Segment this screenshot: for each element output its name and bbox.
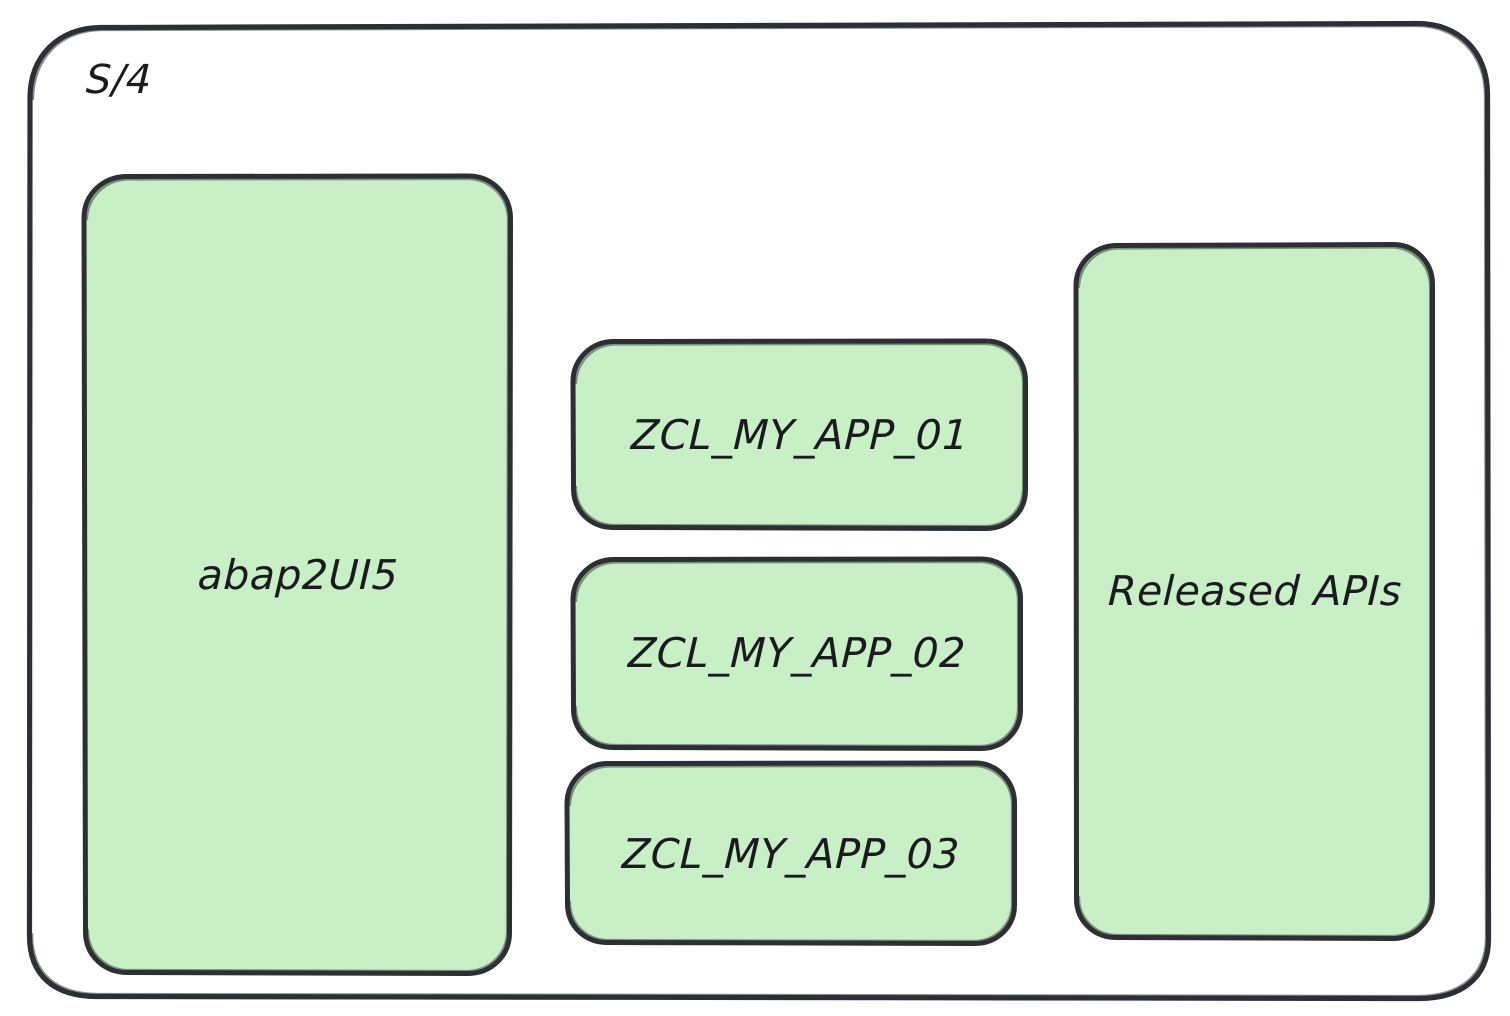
node-zcl-my-app-02-shape[interactable]: [570, 556, 1023, 751]
node-zcl-my-app-01-shape[interactable]: [570, 338, 1028, 531]
node-zcl-my-app-03-shape[interactable]: [564, 760, 1017, 946]
node-released-apis-shape[interactable]: [1073, 242, 1435, 941]
node-abap2ui5-shape[interactable]: [81, 173, 513, 976]
